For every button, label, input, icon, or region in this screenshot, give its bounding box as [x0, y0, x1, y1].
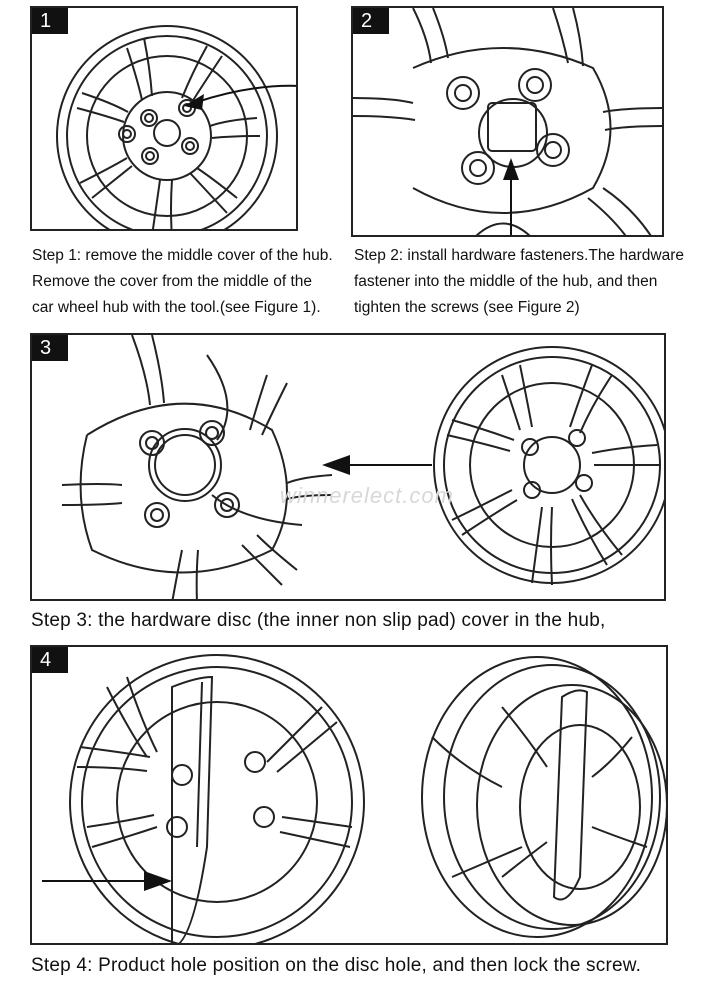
figure-3-number: 3: [32, 335, 68, 361]
wheel-with-disc-icon: [42, 654, 666, 943]
step-3-caption: Step 3: the hardware disc (the inner non…: [31, 610, 606, 631]
step-1-line-3: car wheel hub with the tool.(see Figure …: [32, 299, 321, 316]
step-2-caption: Step 2: install hardware fasteners.The h…: [354, 243, 684, 321]
wheel-icon: [56, 25, 278, 229]
wheel-hub-closeup-icon: [353, 8, 662, 235]
figure-2-panel: 2: [351, 6, 664, 237]
step-1-caption: Step 1: remove the middle cover of the h…: [32, 243, 333, 321]
figure-4-panel: 4: [30, 645, 668, 945]
step-2-line-1: Step 2: install hardware fasteners.The h…: [354, 247, 684, 264]
figure-3-panel: winnerelect.com 3: [30, 333, 666, 601]
arrow-icon: [184, 84, 296, 110]
watermark: winnerelect.com: [280, 483, 454, 508]
step-1-line-2: Remove the cover from the middle of the: [32, 273, 312, 290]
hardware-disc-icon: [61, 335, 664, 599]
step-1-line-1: Step 1: remove the middle cover of the h…: [32, 247, 333, 264]
figure-1-panel: 1: [30, 6, 298, 231]
figure-1-number: 1: [32, 8, 68, 34]
step-4-caption: Step 4: Product hole position on the dis…: [31, 955, 642, 976]
figure-4-number: 4: [32, 647, 68, 673]
step-2-line-3: tighten the screws (see Figure 2): [354, 299, 580, 316]
figure-2-number: 2: [353, 8, 389, 34]
step-2-line-2: fastener into the middle of the hub, and…: [354, 273, 658, 290]
